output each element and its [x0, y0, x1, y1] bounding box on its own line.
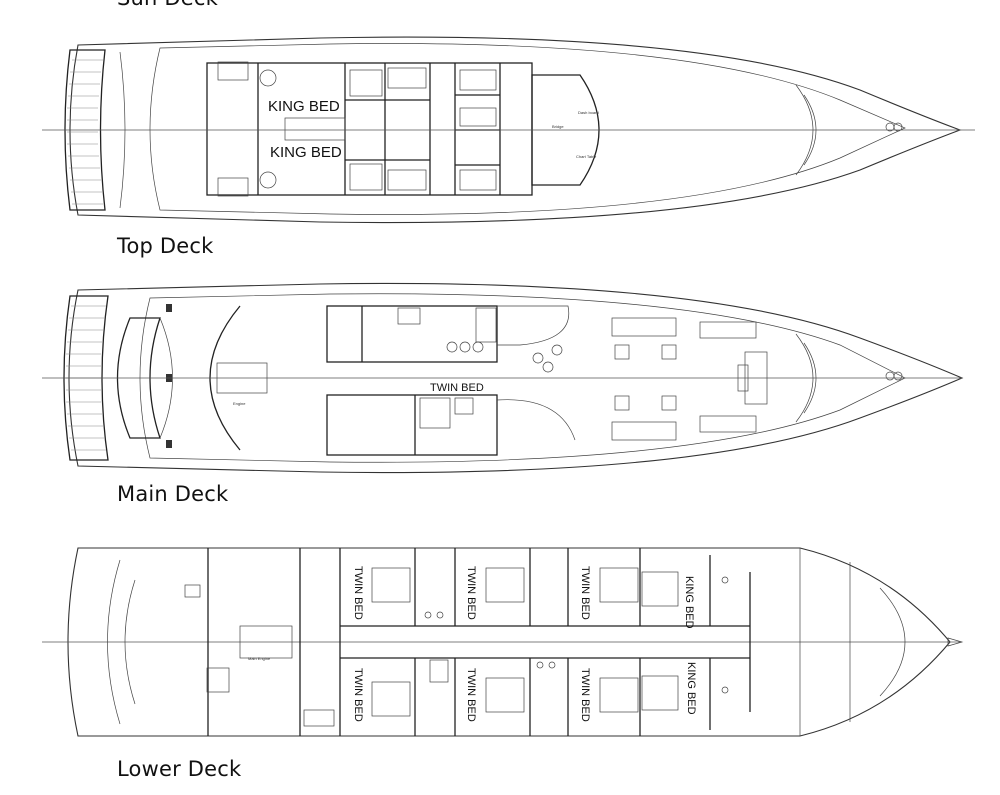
lower-king-bed-label-2: KING BED: [685, 662, 697, 715]
main-deck-title: Main Deck: [117, 482, 229, 506]
svg-text:Dash board: Dash board: [578, 110, 599, 115]
lower-twin-bed-label-3: TWIN BED: [579, 566, 591, 620]
lower-twin-bed-label-2: TWIN BED: [465, 566, 477, 620]
top-deck-title: Top Deck: [117, 234, 214, 258]
main-twin-bed-label: TWIN BED: [430, 382, 484, 394]
top-king-bed-2-shape: [349, 163, 383, 191]
lower-king-bed-label-1: KING BED: [683, 576, 695, 629]
main-deck-plan: Engine TWIN: [42, 282, 964, 474]
top-deck-plan: Bridge Dash board Chart Table KING BED K…: [42, 36, 975, 224]
top-king-bed-1-shape: [349, 69, 383, 97]
top-stern-platform: [64, 49, 106, 211]
lower-cabins: [303, 548, 751, 736]
svg-text:Engine: Engine: [233, 401, 246, 406]
top-king-bed-label-2: KING BED: [270, 144, 342, 161]
top-bridge: [531, 74, 600, 186]
sun-deck-title: Sun Deck: [117, 0, 218, 10]
lower-deck-title: Lower Deck: [117, 757, 242, 781]
main-salon-furniture: [611, 317, 768, 441]
lower-twin-bed-label-4: TWIN BED: [352, 668, 364, 722]
lower-deck-hull: [67, 547, 951, 737]
main-stern-platform: [63, 295, 109, 461]
svg-text:Main Engine: Main Engine: [248, 656, 271, 661]
svg-text:Chart Table: Chart Table: [576, 154, 597, 159]
lower-twin-bed-label-6: TWIN BED: [579, 668, 591, 722]
lower-twin-bed-label-5: TWIN BED: [465, 668, 477, 722]
svg-text:Bridge: Bridge: [552, 124, 564, 129]
main-galley: [326, 305, 498, 363]
top-cabin-block: [206, 62, 533, 196]
lower-deck-plan: Main Engine: [42, 547, 964, 737]
top-deck-hull: [69, 36, 962, 224]
top-king-bed-label-1: KING BED: [268, 98, 340, 115]
lower-twin-bed-label-1: TWIN BED: [352, 566, 364, 620]
main-deck-hull: [68, 282, 964, 474]
